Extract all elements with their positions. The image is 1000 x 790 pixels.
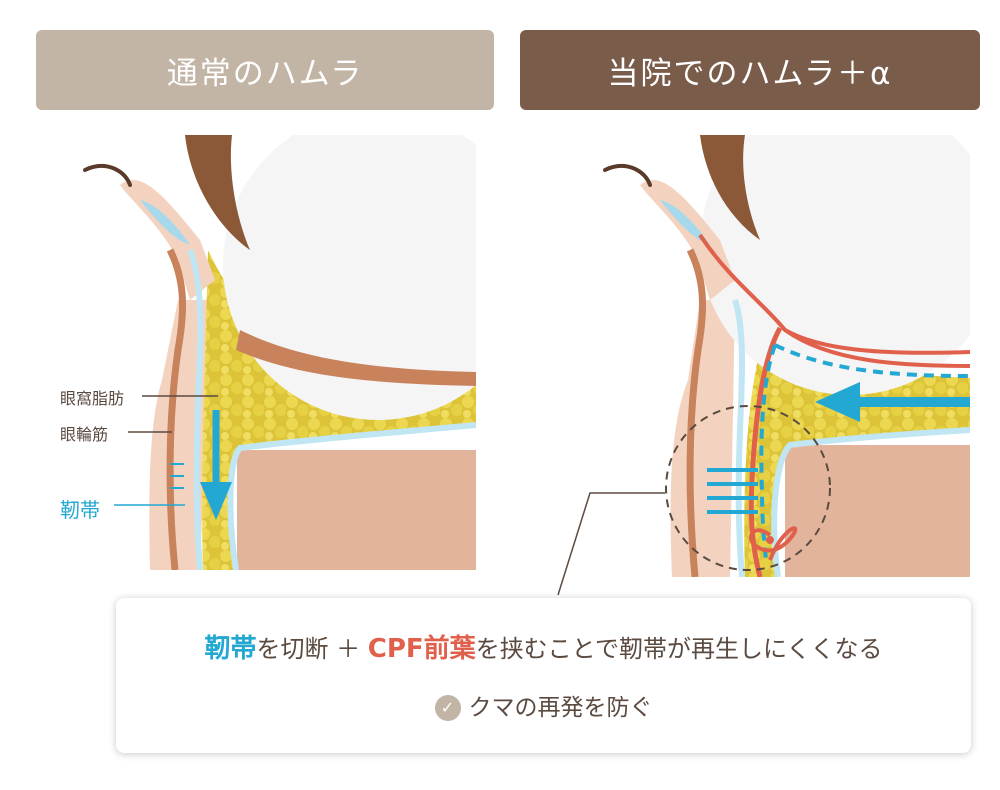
caption-line-2: ✓ クマの再発を防ぐ bbox=[116, 688, 971, 722]
bone-left bbox=[237, 450, 476, 570]
tab-normal-hamra: 通常のハムラ bbox=[36, 30, 494, 110]
label-orbital-fat: 眼窩脂肪 bbox=[60, 389, 125, 408]
caption-rest: を挟むことで靭帯が再生しにくくなる bbox=[475, 635, 883, 663]
bone-right bbox=[785, 445, 970, 577]
caption-cpf: CPF前葉 bbox=[367, 634, 476, 664]
zoom-circle bbox=[665, 405, 831, 571]
orbital-fat-right bbox=[744, 335, 970, 577]
iris-left bbox=[185, 135, 250, 250]
eyeball-right bbox=[700, 135, 970, 395]
left-arrow bbox=[815, 382, 860, 422]
caption-card: 靭帯を切断 ＋ CPF前葉を挟むことで靭帯が再生しにくくなる ✓ クマの再発を防ぐ bbox=[116, 598, 971, 753]
right-diagram bbox=[603, 135, 970, 577]
check-icon: ✓ bbox=[434, 695, 461, 721]
caption-line-1: 靭帯を切断 ＋ CPF前葉を挟むことで靭帯が再生しにくくなる bbox=[116, 628, 971, 665]
bow-tie bbox=[749, 526, 798, 561]
down-arrow bbox=[200, 482, 232, 520]
callout-line bbox=[557, 492, 665, 596]
caption-prevent: クマの再発を防ぐ bbox=[468, 695, 653, 721]
left-diagram bbox=[83, 135, 476, 570]
label-orbicularis-muscle: 眼輪筋 bbox=[60, 425, 109, 444]
caption-cut: を切断 ＋ bbox=[256, 635, 368, 663]
caption-ligament: 靭帯 bbox=[204, 634, 257, 664]
iris-right bbox=[700, 135, 760, 240]
tab-clinic-hamra: 当院でのハムラ＋α bbox=[520, 30, 980, 110]
label-ligament: 靭帯 bbox=[60, 498, 100, 522]
